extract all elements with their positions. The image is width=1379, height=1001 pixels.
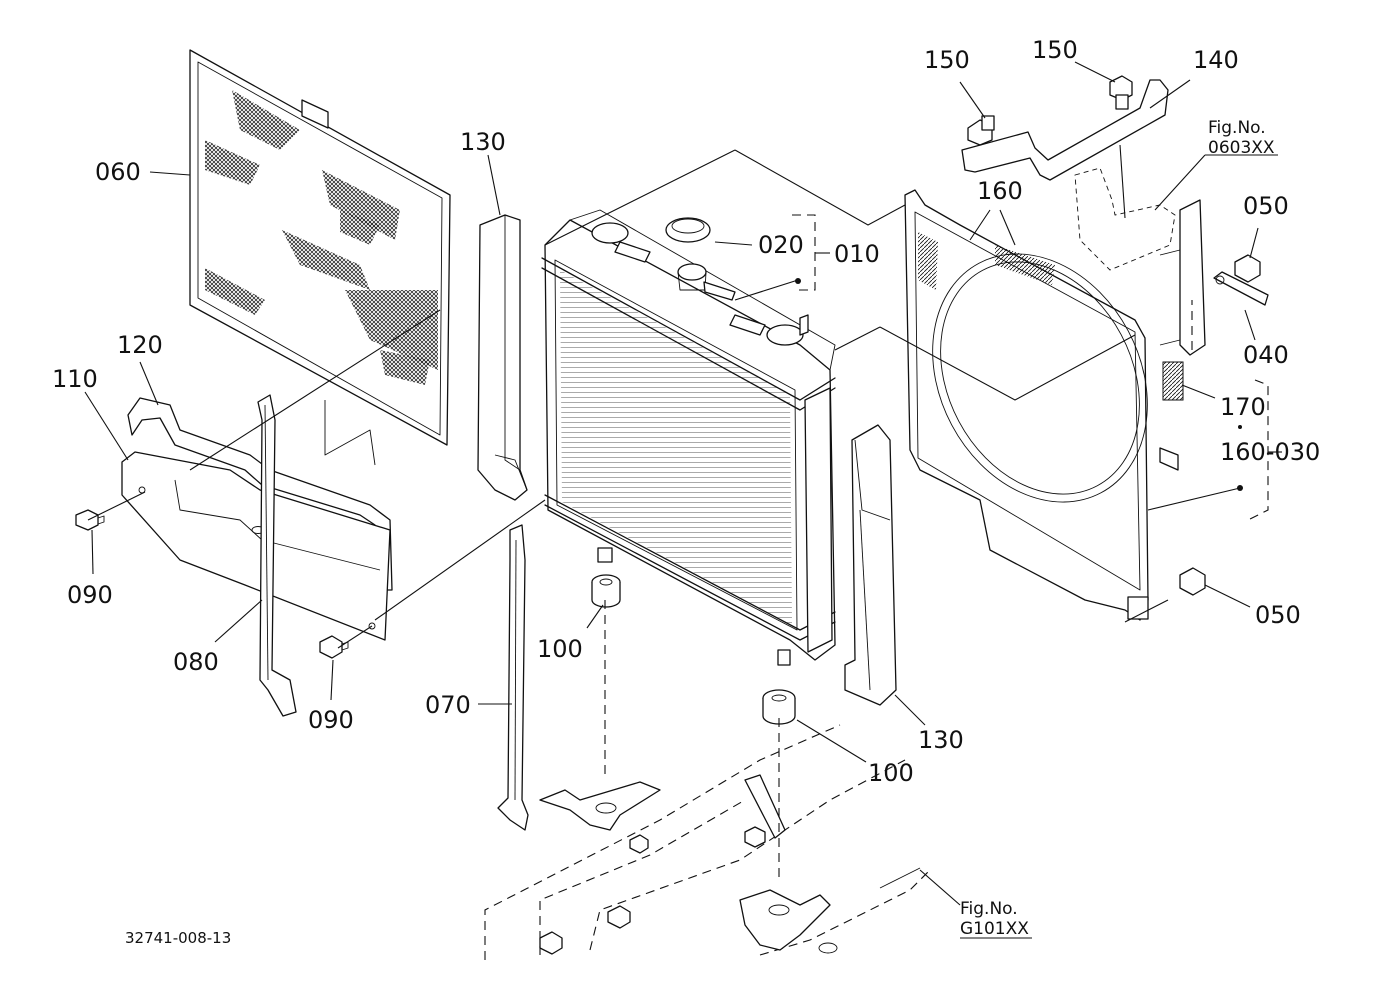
bolt-part-150-a [967,115,995,146]
leader-lines [84,61,1282,939]
radiator-cap-part-020 [665,217,736,301]
cover-part-110 [121,451,391,641]
label-part-170 [1162,361,1184,401]
bolt-part-090-b [319,635,349,659]
callout-050-top: 050 [1243,192,1289,220]
stay-part-040 [1213,271,1269,306]
fig-ref-engine-line1: Fig.No. [1208,118,1266,138]
stay-part-080 [257,394,297,717]
callout-100-right: 100 [868,759,914,787]
bolt-part-050-a [1234,254,1261,283]
callout-090-right: 090 [308,706,354,734]
callout-130-right: 130 [918,726,964,754]
figure-reference-frame: Fig.No. G101XX [960,899,1029,939]
fig-ref-engine-line2: 0603XX [1208,138,1275,158]
callout-060: 060 [95,158,141,186]
callout-140: 140 [1193,46,1239,74]
callout-010: 010 [834,240,880,268]
cushion-part-100-a [591,574,621,608]
callout-170: 170 [1220,393,1266,421]
callout-090-left: 090 [67,581,113,609]
stay-part-070 [497,524,529,831]
screen-part-060 [189,49,451,466]
frame-ref [484,724,931,960]
callout-150-left: 150 [924,46,970,74]
engine-bracket-ref [1074,167,1206,356]
radiator-core [541,209,836,666]
cushion-part-100-b [762,689,796,725]
figure-reference-engine: Fig.No. 0603XX [1208,118,1275,158]
fig-ref-frame-line2: G101XX [960,919,1029,939]
fan-shroud [904,189,1179,621]
fig-ref-frame-line1: Fig.No. [960,899,1018,919]
callout-080: 080 [173,648,219,676]
callout-160: 160 [977,177,1023,205]
callout-130-left: 130 [460,128,506,156]
callout-070: 070 [425,691,471,719]
seal-part-130-right [844,424,897,706]
bolt-part-090-a [75,509,105,531]
callout-050-bottom: 050 [1255,601,1301,629]
bracket-part-140 [961,79,1169,181]
callout-labels: 060 130 120 110 090 080 090 020 010 100 … [52,36,1320,787]
callout-150-right: 150 [1032,36,1078,64]
callout-100-left: 100 [537,635,583,663]
drawing-number: 32741-008-13 [125,929,231,947]
callout-120: 120 [117,331,163,359]
callout-040: 040 [1243,341,1289,369]
callout-020: 020 [758,231,804,259]
seal-part-130-left [477,214,528,501]
assembly-alignment-lines [604,300,1193,880]
callout-160-030: 160-030 [1220,438,1320,466]
callout-110: 110 [52,365,98,393]
bolt-part-050-b [1179,567,1206,596]
bolt-part-150-b [1109,75,1133,110]
